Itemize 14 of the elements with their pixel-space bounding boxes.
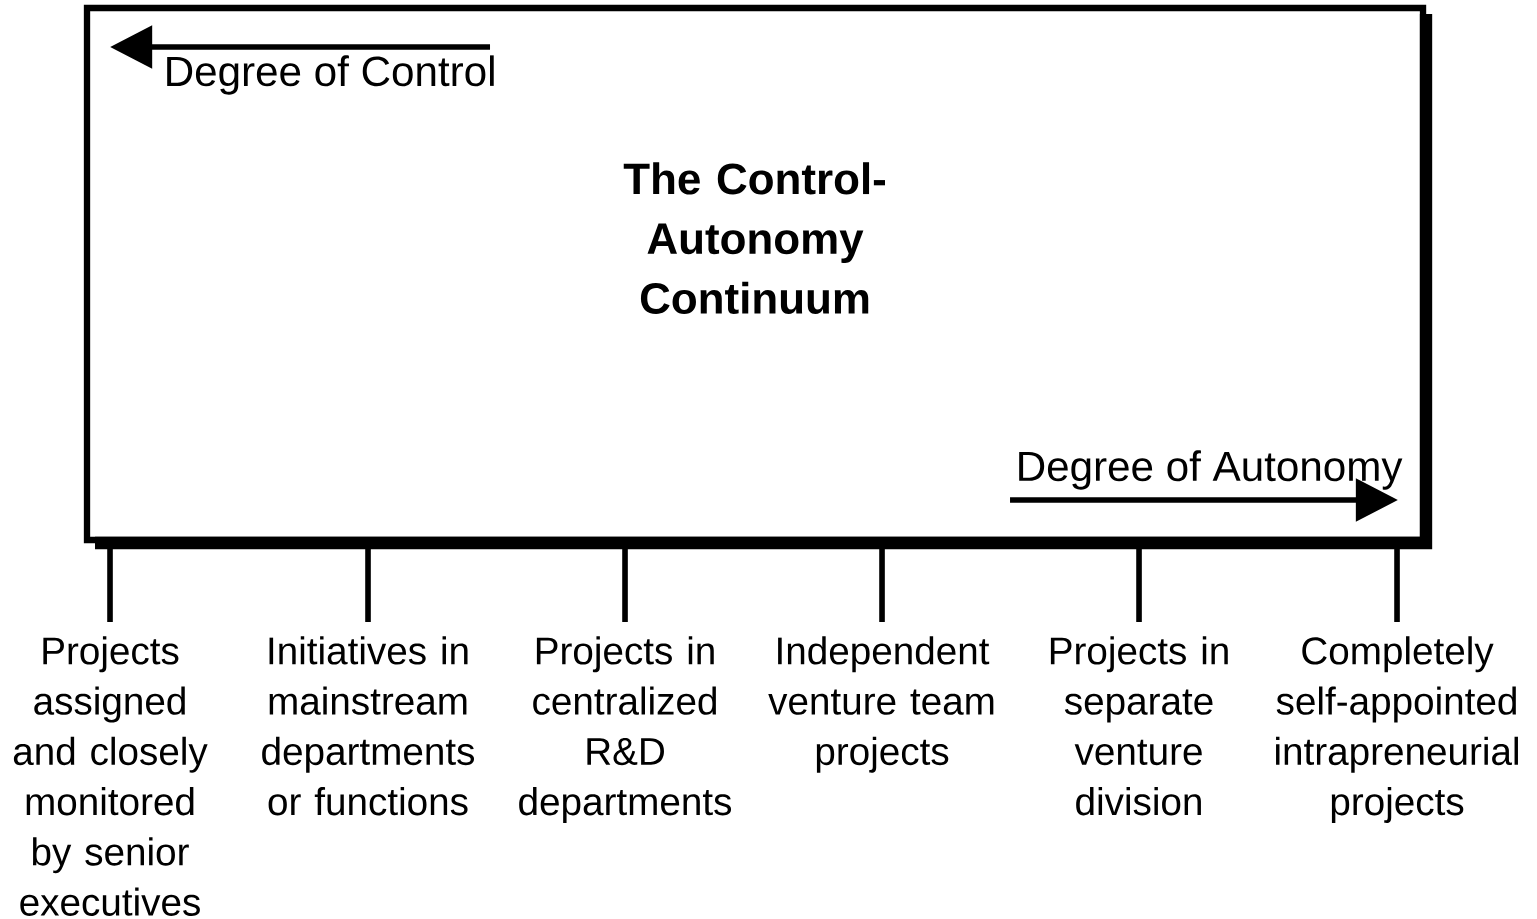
tick-line [365, 547, 371, 622]
tick-line [1394, 547, 1400, 622]
category-label: Independent venture team projects [768, 636, 994, 773]
axis-label: Degree of Control [167, 55, 494, 95]
category-label: Initiatives in mainstream departments or functions [262, 636, 474, 816]
category-label: Projects in separate venture division [1050, 636, 1228, 816]
tick-line [879, 547, 885, 622]
tick-line [1136, 547, 1142, 622]
category-label: Projects assigned and closely monitored by senior executives [13, 636, 208, 916]
tick-line [107, 547, 113, 622]
tick-line [622, 547, 628, 622]
axis-label: Degree of Autonomy [1019, 450, 1403, 490]
category-label: Projects in centralized R&D departments [519, 636, 732, 823]
category-label: Completely self-appointed intrapreneurial projects [1276, 636, 1518, 823]
